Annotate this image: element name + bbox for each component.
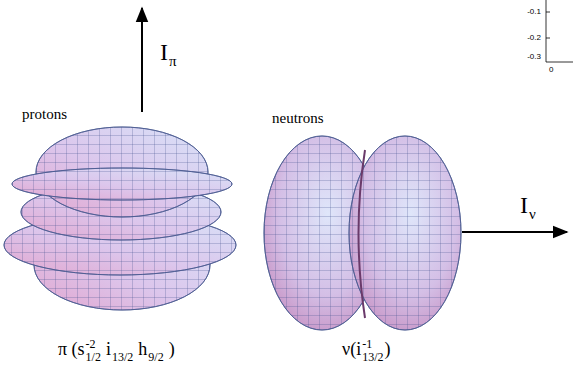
superscript: -1 xyxy=(362,338,372,351)
configuration: ) xyxy=(384,340,390,360)
spin-arrow xyxy=(462,231,567,233)
tick-label: 0 xyxy=(549,66,553,75)
configuration: ν(i xyxy=(342,340,361,360)
configuration: π (s xyxy=(58,340,85,360)
subscript: 1/2 xyxy=(86,351,101,364)
tick-label: -0.1 xyxy=(527,8,541,17)
neutron-shape xyxy=(264,136,461,330)
tick-label: -0.2 xyxy=(527,34,541,43)
shape-label: protons xyxy=(22,106,67,123)
spin-symbol: I xyxy=(520,192,528,218)
subscript: 13/2 xyxy=(112,351,133,364)
subscript: ν xyxy=(529,206,536,223)
tick-label: -0.3 xyxy=(527,53,541,62)
proton-shape xyxy=(4,127,236,310)
subscript: π xyxy=(169,53,177,70)
superscript: -2 xyxy=(86,338,96,351)
subscript: 9/2 xyxy=(148,351,163,364)
configuration: i xyxy=(106,340,111,360)
subscript: 13/2 xyxy=(362,351,383,364)
shape-label: neutrons xyxy=(272,110,324,127)
configuration: ) xyxy=(169,340,175,360)
spin-arrow xyxy=(141,8,143,112)
chart-fragment xyxy=(546,0,573,62)
configuration: h xyxy=(138,340,147,360)
spin-symbol: I xyxy=(160,39,168,65)
